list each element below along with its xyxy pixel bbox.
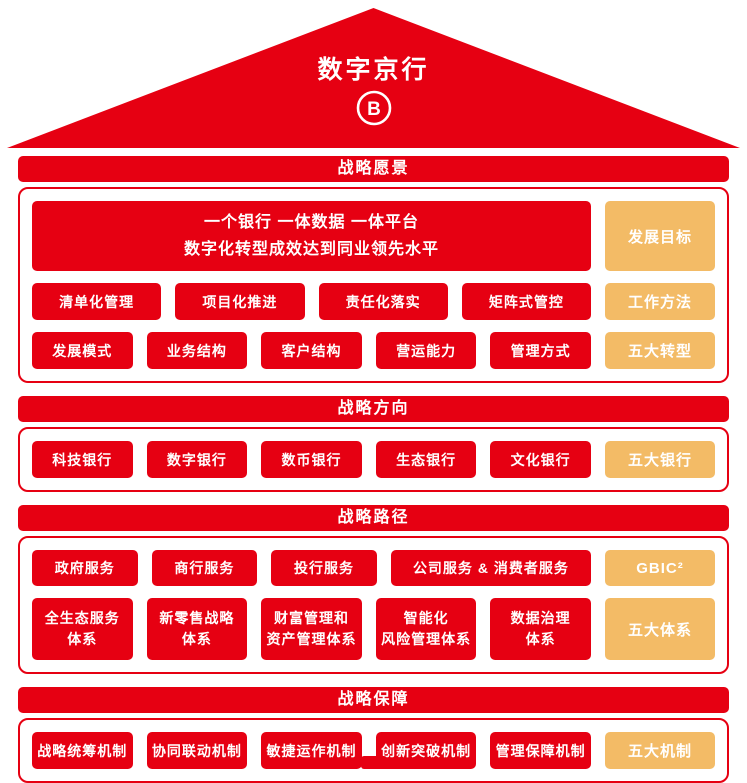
bank-item: 科技银行: [32, 441, 133, 479]
section-header-guarantee: 战略保障: [18, 687, 729, 714]
section-body-vision: 一个银行 一体数据 一体平台 数字化转型成效达到同业领先水平 发展目标 清单化管…: [18, 187, 729, 384]
service-item: 商行服务: [151, 550, 258, 587]
section-header-direction: 战略方向: [18, 396, 729, 423]
transforms-row: 发展模式 业务结构 客户结构 营运能力 管理方式 五大转型: [32, 332, 715, 370]
transform-item: 营运能力: [375, 332, 477, 370]
svg-text:B: B: [367, 99, 381, 120]
service-item: 公司服务 & 消费者服务: [390, 550, 591, 587]
category-tag-services: GBIC²: [605, 550, 715, 587]
section-header-vision: 战略愿景: [18, 156, 729, 182]
transform-item: 业务结构: [146, 332, 248, 370]
footer-logo-fragment: [360, 756, 387, 769]
roof: 数字京行 B: [7, 8, 740, 148]
category-tag-mechanisms: 五大机制: [604, 732, 715, 770]
section-direction: 战略方向 科技银行 数字银行 数币银行 生态银行 文化银行 五大银行: [18, 396, 729, 493]
goal-line-2: 数字化转型成效达到同业领先水平: [183, 241, 439, 259]
section-body-direction: 科技银行 数字银行 数币银行 生态银行 文化银行 五大银行: [18, 427, 729, 493]
transform-item: 发展模式: [32, 332, 133, 370]
mechanism-item: 协同联动机制: [146, 732, 248, 770]
banks-row: 科技银行 数字银行 数币银行 生态银行 文化银行 五大银行: [32, 441, 715, 479]
method-item: 责任化落实: [318, 283, 448, 321]
bank-logo-icon: B: [356, 90, 391, 126]
goal-box: 一个银行 一体数据 一体平台 数字化转型成效达到同业领先水平: [32, 201, 591, 272]
bank-item: 数字银行: [146, 441, 248, 479]
services-row: 政府服务 商行服务 投行服务 公司服务 & 消费者服务 GBIC²: [32, 550, 715, 587]
method-item: 清单化管理: [32, 283, 162, 321]
transform-item: 客户结构: [261, 332, 362, 370]
mechanism-item: 敏捷运作机制: [261, 732, 362, 770]
page-title: 数字京行: [317, 56, 430, 84]
section-body-guarantee: 战略统筹机制 协同联动机制 敏捷运作机制 创新突破机制 管理保障机制 五大机制: [18, 718, 729, 783]
methods-row: 清单化管理 项目化推进 责任化落实 矩阵式管控 工作方法: [32, 283, 715, 321]
section-header-path: 战略路径: [18, 505, 729, 532]
goal-line-1: 一个银行 一体数据 一体平台: [204, 214, 419, 231]
mechanism-item: 创新突破机制: [375, 732, 477, 770]
method-item: 项目化推进: [175, 283, 305, 321]
mechanism-item: 战略统筹机制: [32, 732, 133, 770]
system-item: 数据治理 体系: [490, 598, 591, 661]
section-body-path: 政府服务 商行服务 投行服务 公司服务 & 消费者服务 GBIC² 全生态服务 …: [18, 536, 729, 675]
category-tag-goal: 发展目标: [605, 201, 715, 272]
system-item: 财富管理和 资产管理体系: [261, 598, 362, 661]
method-item: 矩阵式管控: [461, 283, 591, 321]
service-item: 投行服务: [271, 550, 377, 587]
section-path: 战略路径 政府服务 商行服务 投行服务 公司服务 & 消费者服务 GBIC² 全…: [18, 505, 729, 675]
goal-row: 一个银行 一体数据 一体平台 数字化转型成效达到同业领先水平 发展目标: [32, 201, 715, 272]
system-item: 新零售战略 体系: [146, 598, 248, 661]
infographic: 数字京行 B 战略愿景 一个银行 一体数据 一体平台 数字化转型成效达到同业领先…: [0, 8, 747, 783]
mechanism-item: 管理保障机制: [490, 732, 591, 770]
service-item: 政府服务: [32, 550, 138, 587]
category-tag-systems: 五大体系: [604, 598, 715, 661]
system-item: 智能化 风险管理体系: [375, 598, 477, 661]
category-tag-transforms: 五大转型: [604, 332, 715, 370]
category-tag-methods: 工作方法: [605, 283, 715, 321]
category-tag-banks: 五大银行: [604, 441, 715, 479]
bank-item: 数币银行: [261, 441, 362, 479]
systems-row: 全生态服务 体系 新零售战略 体系 财富管理和 资产管理体系 智能化 风险管理体…: [32, 598, 715, 661]
system-item: 全生态服务 体系: [32, 598, 133, 661]
bank-item: 文化银行: [490, 441, 591, 479]
section-vision: 战略愿景 一个银行 一体数据 一体平台 数字化转型成效达到同业领先水平 发展目标…: [18, 156, 729, 384]
transform-item: 管理方式: [490, 332, 591, 370]
bank-item: 生态银行: [375, 441, 477, 479]
